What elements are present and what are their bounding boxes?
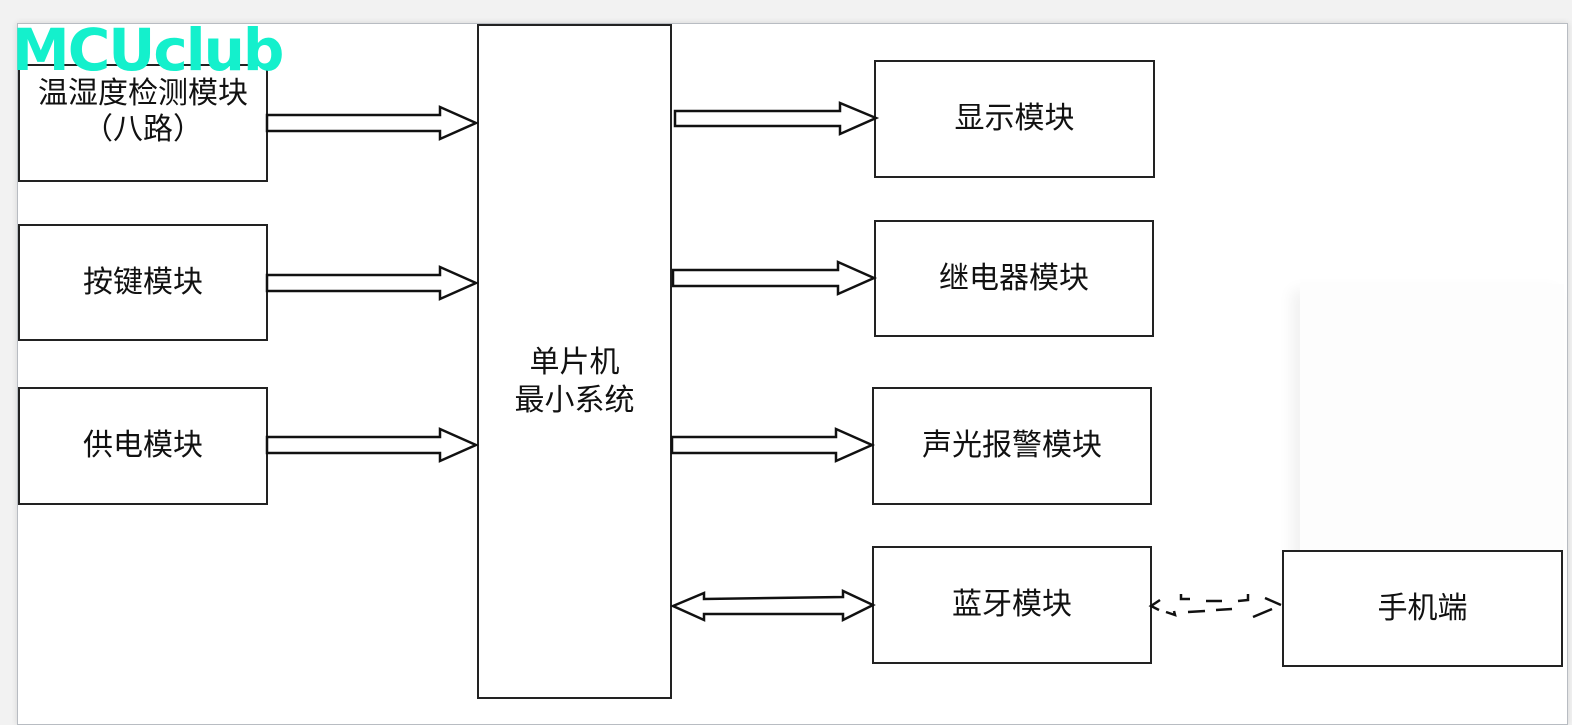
mcu-label-line2: 最小系统 bbox=[514, 383, 635, 418]
arrow-mcu-to-relay bbox=[671, 260, 878, 296]
mcu-minimum-system-box: 单片机 最小系统 bbox=[477, 24, 672, 699]
power-label: 供电模块 bbox=[83, 428, 203, 463]
temp-humidity-label: 温湿度检测模块 bbox=[38, 76, 248, 111]
overlay-panel bbox=[1300, 284, 1564, 574]
watermark-logo: MCUclub bbox=[12, 16, 284, 84]
arrow-power-to-mcu bbox=[265, 427, 480, 463]
display-module-box: 显示模块 bbox=[874, 60, 1155, 178]
keypad-label: 按键模块 bbox=[83, 264, 203, 300]
phone-box: 手机端 bbox=[1282, 550, 1563, 667]
bluetooth-label: 蓝牙模块 bbox=[952, 587, 1072, 622]
arrow-keypad-to-mcu bbox=[265, 265, 480, 301]
arrow-temp-to-mcu bbox=[265, 105, 480, 141]
keypad-module-box: 按键模块 bbox=[18, 224, 268, 341]
bluetooth-module-box: 蓝牙模块 bbox=[872, 546, 1152, 664]
phone-label: 手机端 bbox=[1377, 590, 1468, 626]
mcu-label-line1: 单片机 bbox=[529, 345, 620, 380]
connection-arrows bbox=[265, 101, 1282, 623]
power-module-box: 供电模块 bbox=[18, 387, 268, 505]
arrow-mcu-to-alarm bbox=[670, 427, 876, 463]
relay-module-box: 继电器模块 bbox=[874, 220, 1154, 337]
arrow-mcu-to-display bbox=[673, 101, 880, 136]
alarm-label: 声光报警模块 bbox=[922, 428, 1102, 463]
arrow-bluetooth-phone-wireless bbox=[1148, 594, 1282, 619]
temp-humidity-module-box: 温湿度检测模块 （八路） bbox=[18, 64, 268, 182]
relay-label: 继电器模块 bbox=[939, 260, 1089, 296]
temp-humidity-sublabel: （八路） bbox=[83, 112, 203, 147]
display-label: 显示模块 bbox=[954, 101, 1075, 136]
arrow-mcu-bluetooth-bidirectional bbox=[669, 589, 876, 623]
alarm-module-box: 声光报警模块 bbox=[872, 387, 1152, 505]
